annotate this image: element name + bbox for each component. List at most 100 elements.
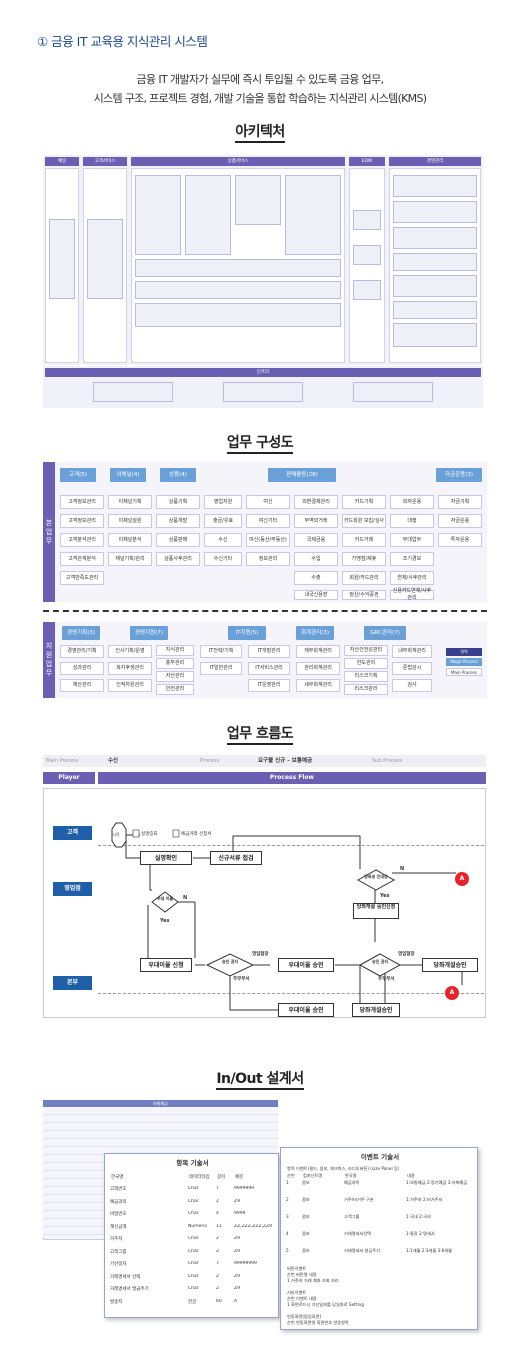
- io-event-sheet: 이벤트 기술서 항목 이벤트(필드, 콤보, 체크박스, 라디오버튼) (siz…: [280, 1147, 478, 1330]
- org-cell: 수출: [294, 571, 338, 585]
- org-cell: 재무회계관리: [296, 645, 340, 658]
- io-event-cell: 콤보: [302, 1214, 310, 1219]
- flow-node-n5: 당좌개설 승인신청: [353, 903, 399, 919]
- flow-label-hq-dept: 주무부서: [233, 977, 250, 982]
- org-cell: 인사기획/운영: [108, 645, 152, 658]
- architecture-infra: 인프라: [43, 366, 483, 408]
- io-btn-event-cols: 순번 버튼명 내용: [287, 1272, 317, 1277]
- io-item-cell: Char: [188, 1211, 199, 1216]
- flow-connector-a-1: A: [459, 875, 465, 882]
- io-item-cell: 비밀번호: [110, 1212, 127, 1217]
- org-cell: 무역외거래: [294, 514, 338, 528]
- arch-module-4: [285, 175, 341, 255]
- org-divider: [43, 610, 487, 612]
- org-cell: 여신기타: [246, 514, 290, 528]
- flow-doc-1: 실명증표: [141, 832, 158, 837]
- io-event-cell: 1:국내 2:국외: [406, 1214, 431, 1219]
- flow-lane-divider: [98, 993, 484, 994]
- flow-label-no-2: N: [400, 866, 405, 872]
- arch-infra-1: [93, 382, 173, 402]
- flow-heading: 업무 흐름도: [0, 723, 520, 745]
- org-cell: 정보관리: [246, 552, 290, 566]
- org-cell: 리스크관리: [344, 684, 388, 695]
- io-item-cell: 고객그룹: [110, 1249, 127, 1255]
- flow-main-process-value: 수신: [108, 758, 119, 764]
- arch-col-product: 상품서비스: [131, 157, 345, 166]
- org-cell: 검사: [392, 679, 432, 692]
- org-group-product: 상품(4): [160, 468, 196, 482]
- arch-customer-group: [87, 219, 123, 299]
- org-cell: IT일반관리: [200, 662, 242, 675]
- io-btn-event-title: 버튼이벤트: [287, 1266, 307, 1271]
- org-cell: 고객만족도관리: [60, 571, 104, 585]
- org-cell: 이채널설원: [108, 514, 152, 528]
- org-legend-main: Main Process: [446, 668, 482, 676]
- arch-channel-group: [49, 219, 75, 299]
- org-group-mgmt: 경영기획(3): [62, 626, 100, 640]
- io-etc-event-cols: 순번 이벤트 내용: [287, 1296, 317, 1301]
- flow-decision-2: 승인 권자: [221, 959, 239, 964]
- org-cell: 내국신용장: [294, 590, 338, 600]
- io-item-col-1: 데이터타입: [189, 1175, 210, 1180]
- flow-label-yes-2: Yes: [380, 893, 390, 899]
- io-item-cell: 거주자: [110, 1237, 123, 1242]
- org-support-label: 지원업무: [43, 622, 55, 698]
- flow-process-value: 요구불 신규 – 보통예금: [258, 758, 313, 764]
- io-event-header: 항목 이벤트(필드, 콤보, 체크박스, 라디오버튼) (size Panel …: [287, 1166, 400, 1171]
- io-item-cell: A: [234, 1298, 238, 1304]
- io-item-col-0: 한국명: [111, 1175, 124, 1180]
- org-cell: 가맹점/제휴: [342, 552, 386, 566]
- arch-mgmt-1: [393, 175, 477, 197]
- io-item-cell: 2: [216, 1248, 219, 1254]
- io-item-cell: Z9: [234, 1248, 240, 1254]
- org-cell: 자금운용: [438, 514, 482, 528]
- io-event-cell: 예금과목: [344, 1180, 360, 1185]
- io-item-cell: 계산금액: [110, 1224, 127, 1230]
- arch-col-edw: EDW: [349, 157, 385, 166]
- io-event-cell: 5: [286, 1248, 289, 1253]
- flow-node-n6: 당좌개설승인: [422, 958, 478, 972]
- org-group-strategy: 경영지원(7): [130, 626, 168, 640]
- arch-col-customer: 고객서비스: [83, 157, 127, 166]
- arch-module-6: [135, 281, 341, 299]
- arch-edw-2: [353, 245, 381, 265]
- arch-module-7: [135, 303, 341, 327]
- org-group-sales: 판매활동(28): [268, 468, 336, 482]
- io-item-cell: Char: [188, 1198, 199, 1204]
- io-event-cell: 2: [286, 1197, 289, 1202]
- io-heading: In/Out 설계서: [0, 1068, 520, 1090]
- io-event-cell: 3: [286, 1214, 289, 1219]
- io-item-cell: ZZ,ZZZ,ZZZ,ZZ9: [234, 1223, 272, 1229]
- io-item-cell: 2: [216, 1286, 219, 1291]
- io-etc-event-row: 1 화면로드시 기산일자를 당일자로 Setting: [287, 1302, 364, 1307]
- io-item-cell: Z9: [234, 1198, 240, 1204]
- io-event-cell: 4: [286, 1231, 289, 1236]
- arch-module-1: [135, 175, 181, 255]
- org-cell: 카드거래: [342, 533, 386, 547]
- org-cell: 수입: [294, 552, 338, 566]
- org-cell: 이채널기획: [108, 495, 152, 509]
- io-event-cell: 1:거주자 2:비거주자: [406, 1197, 443, 1202]
- org-group-customer: 고객(5): [60, 468, 96, 482]
- arch-mgmt-3: [393, 227, 477, 249]
- io-item-cell: 거래명세서 신택: [110, 1274, 141, 1280]
- io-item-col-2: 길이: [217, 1175, 226, 1180]
- arch-col-mgmt: 경영관리: [389, 157, 481, 166]
- org-cell: 자산관리: [156, 671, 194, 682]
- io-item-cell: Char: [188, 1186, 199, 1191]
- arch-edw-3: [353, 280, 381, 300]
- org-cell: 내부회계관리: [392, 645, 432, 658]
- org-cell: 인적자원관리: [108, 679, 152, 692]
- architecture-heading: 아키텍처: [0, 121, 520, 143]
- flow-doc-2: 예금거래 신청서: [181, 832, 212, 837]
- org-cell: 리스크기획: [344, 671, 388, 682]
- architecture-diagram: 채널 고객서비스 상품서비스 EDW 경영관리: [43, 155, 483, 365]
- flow-connector-a-2: A: [449, 989, 455, 996]
- org-cell: 여신(동산/부동산): [246, 533, 290, 547]
- org-cell: 고객정보관리: [60, 514, 104, 528]
- flow-label-no: N: [183, 895, 188, 901]
- io-event-cell: 콤보: [302, 1197, 310, 1202]
- flow-label-branch-mgr: 영업점장: [252, 952, 269, 957]
- io-item-cell: 2: [216, 1273, 219, 1279]
